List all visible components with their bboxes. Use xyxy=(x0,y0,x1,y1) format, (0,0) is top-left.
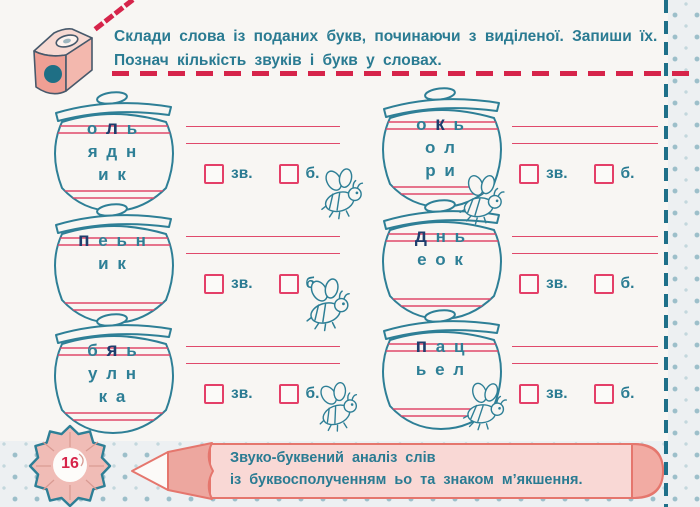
count-fields-2: зв. б. xyxy=(519,164,634,184)
highlighted-letter: п xyxy=(415,336,430,357)
sounds-count-box[interactable] xyxy=(204,274,224,294)
instructions-line-1: Склади слова із поданих букв, починаючи … xyxy=(114,28,658,45)
shaving-badge-shape xyxy=(28,424,112,507)
count-fields-4: зв. б. xyxy=(519,274,634,294)
task-instructions: Склади слова із поданих букв, починаючи … xyxy=(114,25,674,73)
sounds-count-box[interactable] xyxy=(519,274,539,294)
jar-letters: б я ь у л н к а xyxy=(87,340,139,406)
letters-label: б. xyxy=(620,165,635,182)
sounds-label: зв. xyxy=(231,275,253,292)
jar-letters: п е ь н и к xyxy=(78,230,148,273)
bee-icon xyxy=(316,168,370,222)
sounds-label: зв. xyxy=(231,385,253,402)
count-fields-1: зв. б. xyxy=(204,164,319,184)
bee-icon xyxy=(460,382,512,434)
count-fields-3: зв. б. xyxy=(204,274,319,294)
letter-jar-3: п е ь н и к xyxy=(38,202,188,330)
sounds-count-box[interactable] xyxy=(204,384,224,404)
jar-letters: д н ь е о к xyxy=(414,226,468,269)
pencil-shaving-badge: 16 xyxy=(26,422,114,507)
answer-line[interactable] xyxy=(512,346,658,347)
letter-jar-4: д н ь е о к xyxy=(366,198,516,326)
sounds-label: зв. xyxy=(546,385,568,402)
jar-letters: о к ь о л р и xyxy=(416,114,466,180)
footer-line-1: Звуко-буквений аналіз слів xyxy=(230,450,436,466)
answer-line[interactable] xyxy=(186,236,340,237)
answer-line[interactable] xyxy=(512,143,658,144)
pencil-banner xyxy=(118,438,670,504)
page-number: 16 xyxy=(61,455,79,472)
highlighted-letter: п xyxy=(78,230,92,251)
answer-line[interactable] xyxy=(512,236,658,237)
bee-icon xyxy=(456,174,510,228)
instructions-line-2: Познач кількість звуків і букв у словах. xyxy=(114,52,442,69)
pencil-banner-shape xyxy=(131,442,664,500)
page-edge-dashed-line xyxy=(664,0,668,507)
letters-count-box[interactable] xyxy=(593,274,614,294)
letter-jar-2: о к ь о л р и xyxy=(366,86,516,214)
letter-jar-6: п а ц ь е л xyxy=(366,308,516,436)
sounds-label: зв. xyxy=(546,275,568,292)
sounds-count-box[interactable] xyxy=(519,384,539,404)
jar-letters: о л ь я д н и к xyxy=(86,118,140,184)
letter-jar-5: б я ь у л н к а xyxy=(38,312,188,440)
letter-jar-1: о л ь я д н и к xyxy=(38,90,188,218)
letters-count-box[interactable] xyxy=(278,164,299,184)
sounds-label: зв. xyxy=(546,165,568,182)
answer-line[interactable] xyxy=(186,346,340,347)
bee-icon xyxy=(301,278,357,334)
highlighted-letter: д xyxy=(414,226,429,247)
answer-line[interactable] xyxy=(186,253,340,254)
letters-label: б. xyxy=(305,385,320,402)
lesson-topic: Звуко-буквений аналіз слів із буквосполу… xyxy=(230,447,650,491)
letters-count-box[interactable] xyxy=(278,274,299,294)
letters-count-box[interactable] xyxy=(593,164,614,184)
footer-line-2: із буквосполученням ьо та знаком м’якшен… xyxy=(230,472,583,488)
answer-line[interactable] xyxy=(512,126,658,127)
sounds-count-box[interactable] xyxy=(519,164,539,184)
highlighted-letter: л xyxy=(105,118,120,139)
pencil-sharpener-icon xyxy=(33,28,93,95)
letters-label: б. xyxy=(620,275,635,292)
count-fields-5: зв. б. xyxy=(204,384,319,404)
highlighted-letter: я xyxy=(106,340,120,361)
answer-line[interactable] xyxy=(186,363,340,364)
highlighted-letter: к xyxy=(435,114,447,135)
answer-line[interactable] xyxy=(512,363,658,364)
header-divider-dashed xyxy=(112,71,700,76)
answer-line[interactable] xyxy=(186,126,340,127)
count-fields-6: зв. б. xyxy=(519,384,634,404)
letters-count-box[interactable] xyxy=(278,384,299,404)
sounds-label: зв. xyxy=(231,165,253,182)
sounds-count-box[interactable] xyxy=(204,164,224,184)
letters-label: б. xyxy=(305,165,320,182)
answer-line[interactable] xyxy=(186,143,340,144)
letters-label: б. xyxy=(620,385,635,402)
bee-icon xyxy=(313,382,365,434)
letters-count-box[interactable] xyxy=(593,384,614,404)
answer-line[interactable] xyxy=(512,253,658,254)
jar-letters: п а ц ь е л xyxy=(415,336,467,379)
